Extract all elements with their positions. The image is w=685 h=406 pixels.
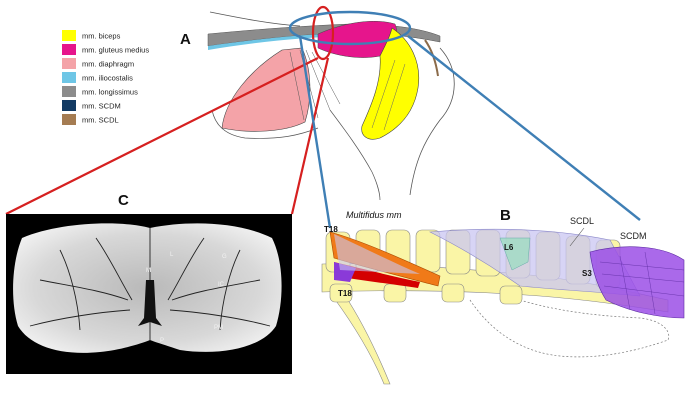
spine-title: Multifidus mm (346, 210, 402, 220)
callout-lines (5, 35, 641, 229)
legend: mm. biceps mm. gluteus medius mm. diaphr… (62, 30, 149, 125)
mri-label-ic: IC (218, 282, 225, 288)
panel-c-letter: C (118, 192, 129, 209)
label-scdm: SCDM (620, 231, 647, 241)
blue-line-right (407, 35, 641, 221)
panel-a-letter: A (180, 31, 191, 48)
legend-swatch-gluteus-medius (62, 44, 76, 55)
mri-label-g: G (222, 254, 227, 260)
legend-swatch-scdl (62, 114, 76, 125)
legend-item-iliocostalis: mm. iliocostalis (62, 72, 133, 83)
legend-item-biceps: mm. biceps (62, 30, 121, 41)
panel-b-spine: B Multifidus mm (321, 207, 685, 385)
vertebral-body (329, 283, 353, 303)
legend-label-diaphragm: mm. diaphragm (82, 60, 134, 69)
legend-item-diaphragm: mm. diaphragm (62, 58, 134, 69)
vertebral-body (499, 285, 523, 305)
label-t18-top: T18 (324, 225, 338, 234)
label-s3: S3 (582, 269, 592, 278)
legend-label-longissimus: mm. longissimus (82, 88, 138, 97)
panel-c-mri: C L G M IC PM P (6, 192, 292, 374)
legend-label-iliocostalis: mm. iliocostalis (82, 74, 133, 83)
mri-label-p: P (160, 338, 164, 344)
biceps-fibers (371, 59, 406, 131)
legend-item-longissimus: mm. longissimus (62, 86, 138, 97)
legend-swatch-biceps (62, 30, 76, 41)
vertebral-bodies (329, 283, 523, 305)
legend-item-gluteus-medius: mm. gluteus medius (62, 44, 149, 55)
legend-label-scdl: mm. SCDL (82, 116, 119, 125)
mri-label-pm: PM (214, 325, 223, 331)
legend-item-scdm: mm. SCDM (62, 100, 121, 111)
scdl-pointer (569, 227, 585, 247)
callout-blue-ellipse (288, 10, 412, 46)
red-line-left (5, 57, 319, 215)
red-line-right (290, 57, 330, 215)
diaphragm-muscle (221, 47, 311, 132)
iliocostalis-band (208, 33, 350, 50)
leg-outline (329, 109, 381, 201)
legend-label-gluteus-medius: mm. gluteus medius (82, 46, 149, 55)
legend-label-biceps: mm. biceps (82, 32, 121, 41)
scdm-muscle (589, 246, 685, 319)
panel-b-letter: B (500, 207, 511, 224)
legend-swatch-iliocostalis (62, 72, 76, 83)
legend-label-scdm: mm. SCDM (82, 102, 121, 111)
multifidus-lavender-overlay (334, 234, 420, 274)
label-t18-bottom: T18 (338, 289, 352, 298)
legend-item-scdl: mm. SCDL (62, 114, 119, 125)
legend-swatch-scdm (62, 100, 76, 111)
spinous-process (415, 229, 441, 273)
scdm-fibers (599, 251, 685, 315)
vertebral-body (383, 283, 407, 303)
mri-label-m: M (146, 268, 151, 274)
lumbar-ventral-process (333, 293, 391, 385)
blue-line-left (298, 35, 332, 229)
belly-outline (211, 109, 319, 139)
biceps-muscle (361, 27, 420, 140)
mri-spinous-process (138, 280, 162, 326)
vertebral-body (441, 283, 465, 303)
label-l6: L6 (504, 243, 514, 252)
callout-red-ellipse (311, 5, 335, 61)
label-scdl: SCDL (570, 216, 594, 226)
legend-swatch-diaphragm (62, 58, 76, 69)
panel-a-anatomy: A (180, 5, 455, 201)
legend-swatch-longissimus (62, 86, 76, 97)
mri-label-l: L (170, 252, 174, 258)
l6-region (499, 237, 531, 271)
